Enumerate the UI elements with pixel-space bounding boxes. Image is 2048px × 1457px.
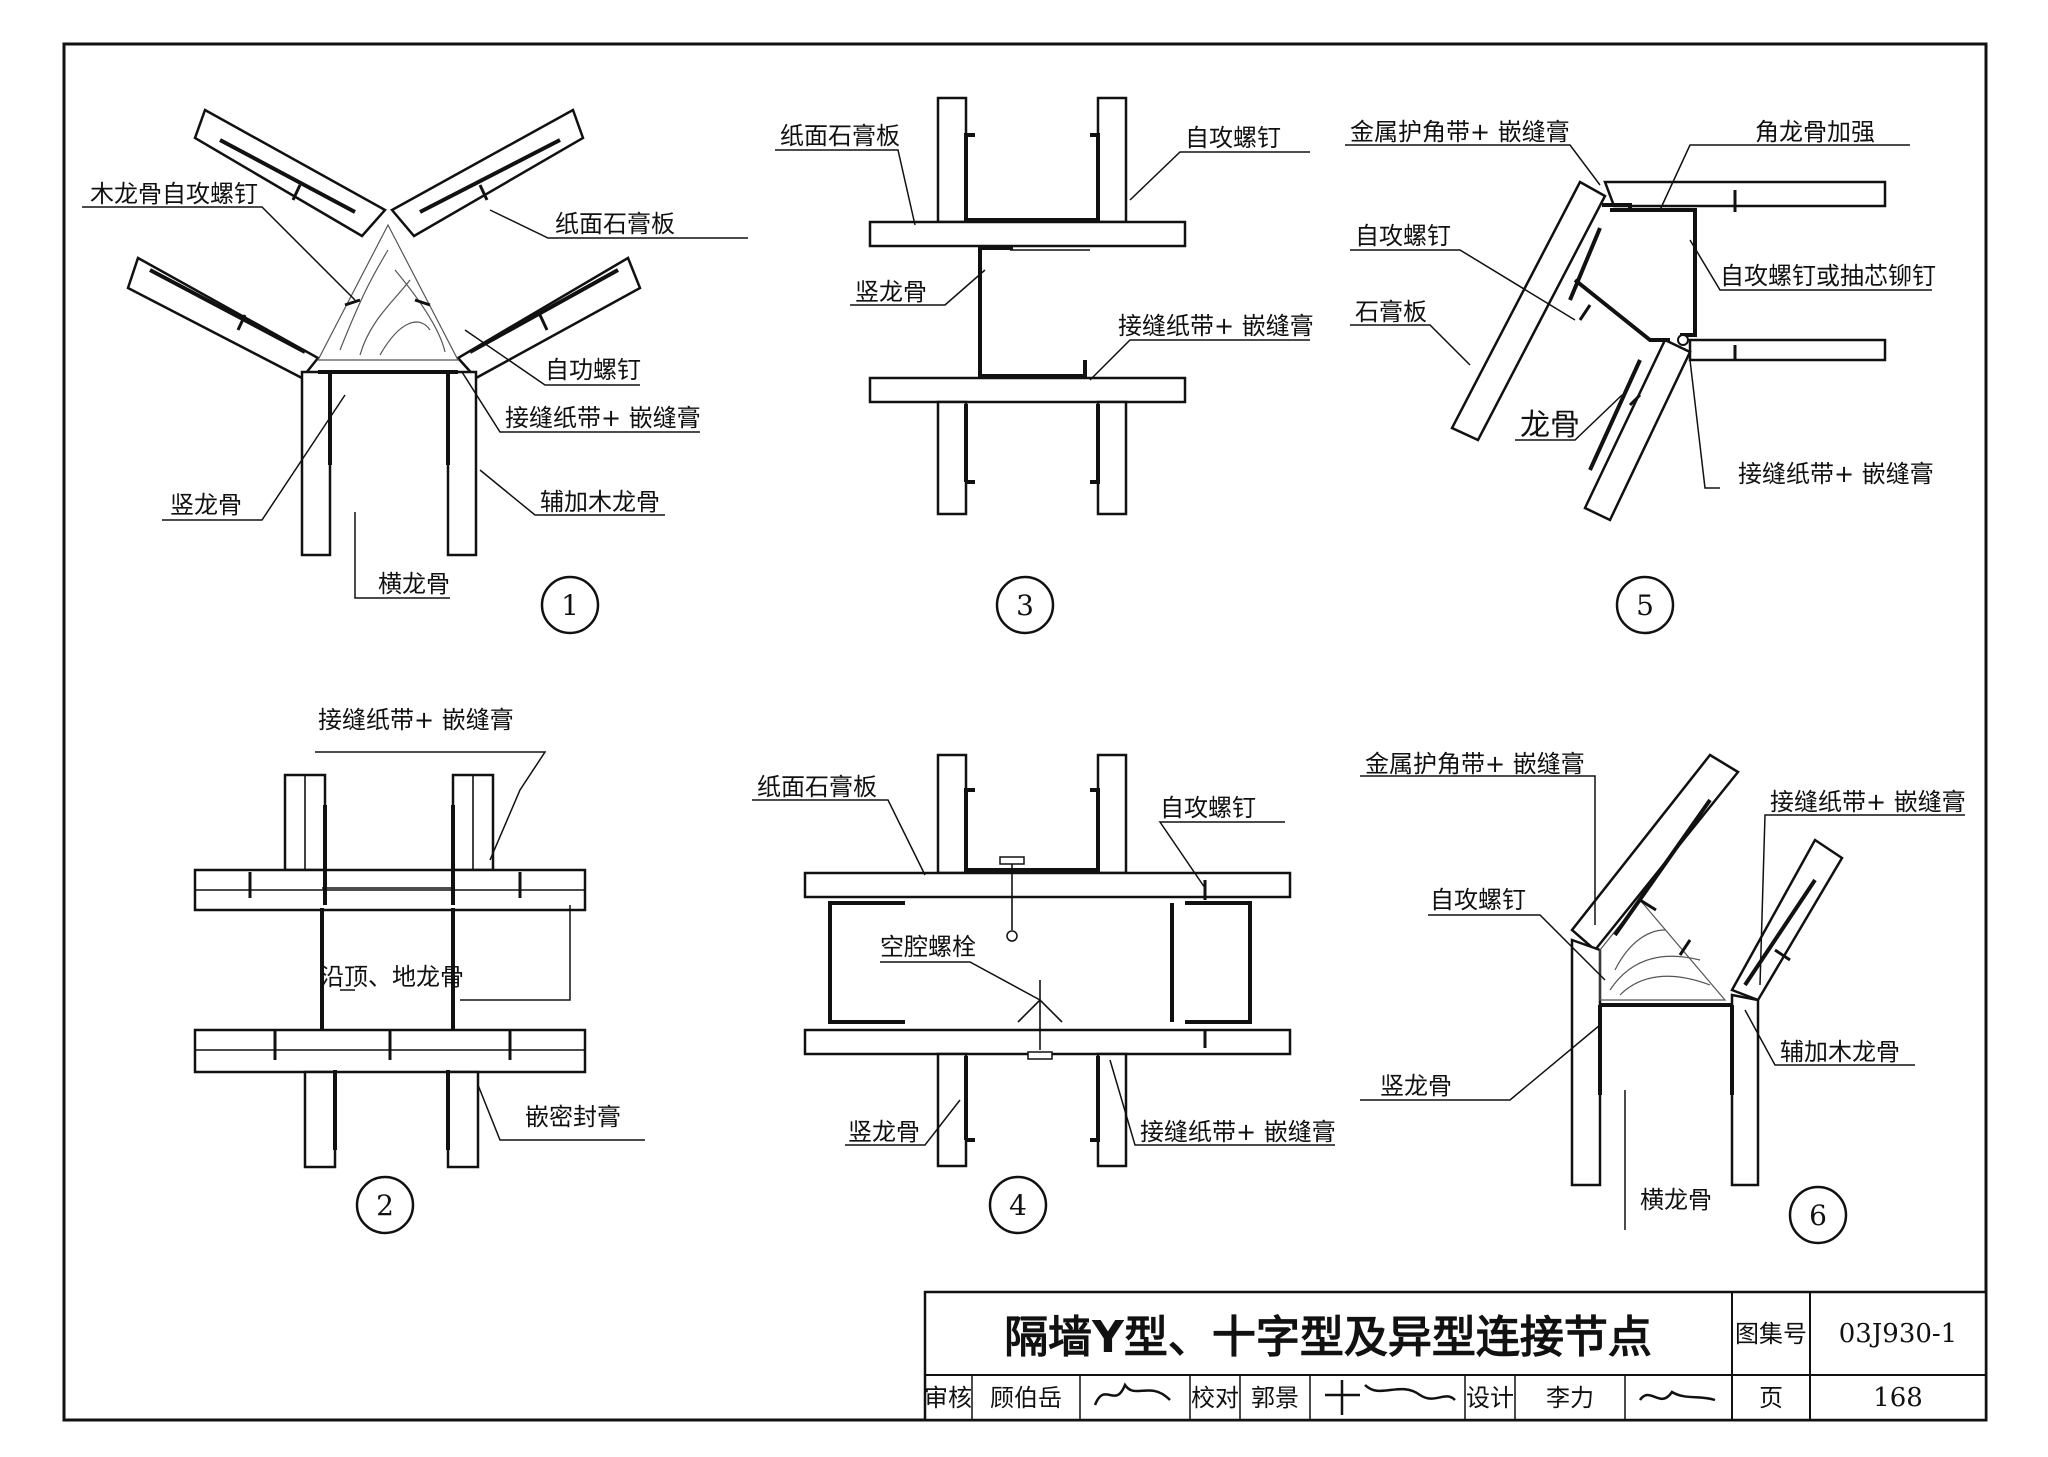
design-name: 李力 bbox=[1546, 1384, 1594, 1412]
d4-label-4: 接缝纸带+ 嵌缝膏 bbox=[1140, 1118, 1336, 1146]
d6-number: 6 bbox=[1809, 1199, 1827, 1232]
d4-label-1: 自攻螺钉 bbox=[1160, 794, 1256, 822]
d6-label-4: 辅加木龙骨 bbox=[1780, 1038, 1900, 1066]
d3-label-3: 接缝纸带+ 嵌缝膏 bbox=[1118, 312, 1314, 340]
sheet-title: 隔墙Y型、十字型及异型连接节点 bbox=[1004, 1312, 1652, 1363]
atlas-number: 03J930-1 bbox=[1839, 1319, 1957, 1349]
check-label: 校对 bbox=[1191, 1384, 1239, 1412]
d6-label-3: 竖龙骨 bbox=[1380, 1072, 1452, 1100]
design-label: 设计 bbox=[1466, 1384, 1514, 1412]
d1-label-0: 木龙骨自攻螺钉 bbox=[90, 180, 258, 208]
d3-number: 3 bbox=[1016, 589, 1034, 622]
d4-label-2: 空腔螺栓 bbox=[880, 933, 976, 961]
d3-number-circle bbox=[995, 575, 1055, 635]
detail-1: 木龙骨自攻螺钉 纸面石膏板 自功螺钉 接缝纸带+ 嵌缝膏 竖龙骨 辅加木龙骨 横… bbox=[82, 108, 748, 635]
page-label: 页 bbox=[1759, 1384, 1783, 1412]
review-name: 顾伯岳 bbox=[990, 1384, 1062, 1412]
d3-label-0: 纸面石膏板 bbox=[780, 122, 900, 150]
review-signature bbox=[1093, 1382, 1171, 1406]
d4-label-3: 竖龙骨 bbox=[848, 1118, 920, 1146]
d4-label-0: 纸面石膏板 bbox=[757, 773, 877, 801]
d5-label-4: 石膏板 bbox=[1355, 298, 1427, 326]
design-signature bbox=[1638, 1390, 1716, 1402]
d2-number: 2 bbox=[376, 1189, 394, 1222]
d5-number-circle bbox=[1615, 575, 1675, 635]
d6-label-5: 横龙骨 bbox=[1640, 1186, 1712, 1214]
detail-4: 纸面石膏板 自攻螺钉 空腔螺栓 竖龙骨 接缝纸带+ 嵌缝膏 4 bbox=[752, 753, 1336, 1235]
d1-label-3: 接缝纸带+ 嵌缝膏 bbox=[505, 404, 701, 432]
d4-number-circle bbox=[988, 1175, 1048, 1235]
d5-label-3: 自攻螺钉或抽芯铆钉 bbox=[1720, 262, 1936, 290]
d1-label-1: 纸面石膏板 bbox=[555, 210, 675, 238]
page-number: 168 bbox=[1873, 1383, 1923, 1413]
d2-label-2: 嵌密封膏 bbox=[525, 1103, 621, 1131]
d3-label-2: 竖龙骨 bbox=[855, 278, 927, 306]
d4-number: 4 bbox=[1009, 1189, 1027, 1222]
detail-3: 纸面石膏板 自攻螺钉 竖龙骨 接缝纸带+ 嵌缝膏 3 bbox=[775, 96, 1314, 635]
d6-number-circle bbox=[1788, 1185, 1848, 1245]
d6-label-2: 自攻螺钉 bbox=[1430, 886, 1526, 914]
check-name: 郭景 bbox=[1251, 1384, 1299, 1412]
d5-label-1: 角龙骨加强 bbox=[1755, 118, 1875, 146]
d5-number: 5 bbox=[1636, 589, 1654, 622]
d2-label-0: 接缝纸带+ 嵌缝膏 bbox=[318, 706, 514, 734]
check-signature bbox=[1325, 1380, 1456, 1415]
detail-6: 金属护角带+ 嵌缝膏 接缝纸带+ 嵌缝膏 自攻螺钉 竖龙骨 辅加木龙骨 横龙骨 … bbox=[1360, 750, 1966, 1245]
d1-label-4: 竖龙骨 bbox=[170, 491, 242, 519]
d5-label-5: 龙骨 bbox=[1520, 408, 1580, 443]
d6-label-1: 接缝纸带+ 嵌缝膏 bbox=[1770, 788, 1966, 816]
d3-label-1: 自攻螺钉 bbox=[1185, 124, 1281, 152]
d6-label-0: 金属护角带+ 嵌缝膏 bbox=[1365, 750, 1585, 778]
d5-label-0: 金属护角带+ 嵌缝膏 bbox=[1350, 118, 1570, 146]
d1-number-circle bbox=[540, 575, 600, 635]
d1-label-6: 横龙骨 bbox=[378, 570, 450, 598]
d5-label-6: 接缝纸带+ 嵌缝膏 bbox=[1738, 460, 1934, 488]
d1-label-2: 自功螺钉 bbox=[545, 356, 641, 384]
d1-number: 1 bbox=[561, 589, 579, 622]
d2-label-1: 沿顶、地龙骨 bbox=[320, 963, 464, 991]
atlas-label: 图集号 bbox=[1735, 1320, 1807, 1348]
detail-5: 金属护角带+ 嵌缝膏 角龙骨加强 自攻螺钉 自攻螺钉或抽芯铆钉 石膏板 龙骨 接… bbox=[1345, 118, 1936, 635]
detail-2: 接缝纸带+ 嵌缝膏 沿顶、地龙骨 嵌密封膏 2 bbox=[193, 706, 645, 1235]
d2-number-circle bbox=[355, 1175, 415, 1235]
review-label: 审核 bbox=[924, 1384, 972, 1412]
title-block: 隔墙Y型、十字型及异型连接节点 图集号 03J930-1 审核 顾伯岳 校对 郭… bbox=[923, 1290, 1988, 1422]
d1-label-5: 辅加木龙骨 bbox=[540, 488, 660, 516]
d5-label-2: 自攻螺钉 bbox=[1355, 222, 1451, 250]
